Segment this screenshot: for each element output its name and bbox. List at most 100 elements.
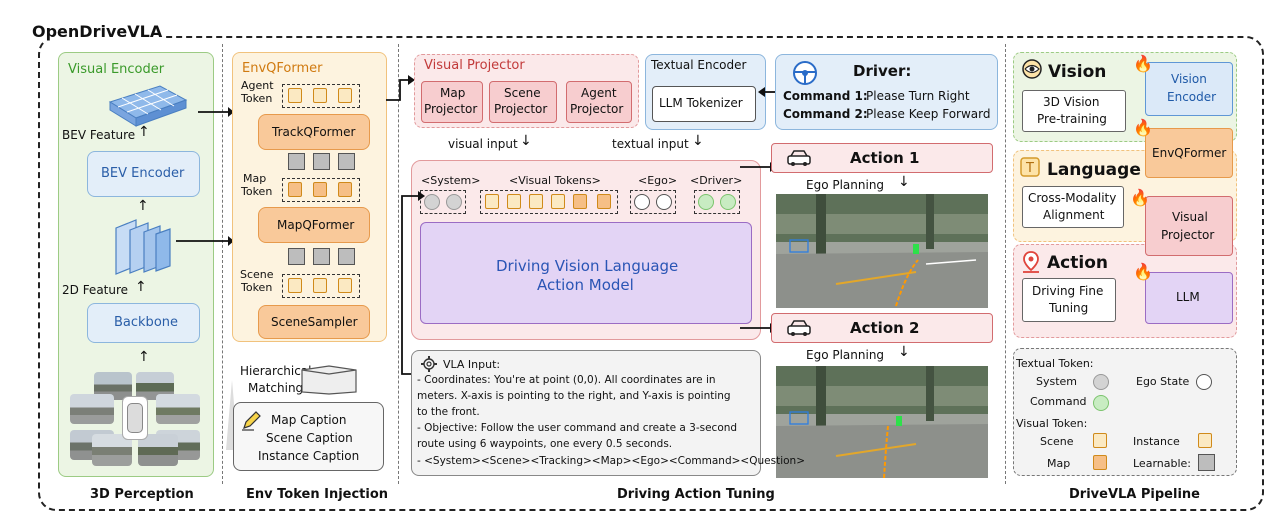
vla-model-box bbox=[420, 222, 752, 324]
svg-text:T: T bbox=[1025, 161, 1034, 176]
language-title: Language bbox=[1047, 160, 1141, 180]
map-caption: Map Caption bbox=[271, 413, 347, 427]
action-1-label: Action 1 bbox=[850, 149, 920, 167]
scene-token bbox=[313, 278, 327, 293]
learnable-query bbox=[313, 248, 330, 265]
finetune-label-2: Tuning bbox=[1049, 301, 1089, 315]
ego-token-group bbox=[630, 190, 676, 214]
agent-token-label: Agent bbox=[241, 79, 274, 92]
visual-token bbox=[551, 194, 565, 209]
textual-encoder-title: Textual Encoder bbox=[651, 58, 747, 72]
driver-token-group bbox=[694, 190, 740, 214]
scenesampler-label: SceneSampler bbox=[271, 315, 358, 329]
arrow-up: ↑ bbox=[137, 198, 149, 214]
map-projector-label: Map bbox=[440, 86, 466, 100]
scene-projector-box bbox=[489, 81, 557, 123]
hierarchical-shape bbox=[301, 365, 357, 395]
finetune-label: Driving Fine bbox=[1032, 284, 1104, 298]
finetune-box bbox=[1022, 278, 1116, 322]
arrow-up: ↑ bbox=[135, 279, 147, 295]
llm-box bbox=[1145, 272, 1233, 324]
arrow-bev-to-envq bbox=[198, 107, 234, 117]
vision-title: Vision bbox=[1048, 62, 1107, 82]
bev-feature-label: BEV Feature bbox=[62, 128, 136, 142]
car-icon bbox=[787, 320, 811, 336]
visual-token bbox=[573, 194, 587, 209]
system-token-label: <System> bbox=[421, 174, 481, 187]
command-2-label: Command 2: bbox=[783, 107, 868, 121]
visual-tokens-label: <Visual Tokens> bbox=[509, 174, 601, 187]
command-1-label: Command 1: bbox=[783, 89, 868, 103]
scene-token bbox=[338, 278, 352, 293]
visual-token bbox=[529, 194, 543, 209]
agent-token bbox=[313, 88, 327, 103]
car-icon bbox=[787, 150, 811, 166]
scene-token bbox=[288, 278, 302, 293]
separator bbox=[398, 44, 399, 484]
location-pin-icon bbox=[1023, 251, 1039, 273]
feature-2d-label: 2D Feature bbox=[62, 283, 129, 297]
fire-icon: 🔥 bbox=[1130, 188, 1150, 207]
map-token-label: Map bbox=[243, 172, 267, 185]
legend-system-token bbox=[1093, 374, 1109, 390]
section-label-pipeline: DriveVLA Pipeline bbox=[1069, 487, 1200, 502]
outer-frame bbox=[38, 36, 1264, 511]
pretrain-label-2: Pre-training bbox=[1037, 112, 1107, 126]
arrow-down: ↓ bbox=[898, 344, 910, 360]
cross-modality-box bbox=[1022, 186, 1124, 228]
vla-input-line: meters. X-axis is pointing to the right,… bbox=[417, 390, 731, 402]
legend-system-label: System bbox=[1036, 375, 1078, 388]
ego-token-label: <Ego> bbox=[638, 174, 678, 187]
scene-projector-label-2: Projector bbox=[494, 102, 548, 116]
scene-token-label: Scene bbox=[240, 268, 274, 281]
scene-caption: Scene Caption bbox=[266, 431, 353, 445]
map-token-label-2: Token bbox=[241, 185, 273, 198]
vla-input-line: - Coordinates: You're at point (0,0). Al… bbox=[417, 374, 716, 386]
fire-icon: 🔥 bbox=[1133, 262, 1153, 281]
map-token bbox=[288, 182, 302, 197]
eye-icon bbox=[1022, 59, 1042, 79]
cross-modality-label: Cross-Modality bbox=[1028, 191, 1117, 205]
learnable-query bbox=[288, 153, 305, 170]
matching-label: Matching bbox=[248, 381, 304, 395]
legend-visual-title: Visual Token: bbox=[1016, 417, 1088, 430]
visual-token bbox=[485, 194, 499, 209]
legend-learnable-label: Learnable: bbox=[1133, 457, 1191, 470]
surround-camera-images bbox=[70, 372, 202, 468]
llm-label: LLM bbox=[1176, 290, 1200, 304]
arrow-down: ↓ bbox=[692, 133, 704, 149]
legend-textual-title: Textual Token: bbox=[1016, 357, 1094, 370]
section-label-action: Driving Action Tuning bbox=[617, 487, 775, 502]
mapqformer-box bbox=[258, 207, 370, 243]
agent-token-label-2: Token bbox=[241, 92, 273, 105]
visual-encoder-title: Visual Encoder bbox=[68, 62, 165, 77]
vla-model-title-2: Action Model bbox=[537, 276, 634, 294]
fire-icon: 🔥 bbox=[1133, 54, 1153, 73]
action-2-label: Action 2 bbox=[850, 319, 920, 337]
agent-token bbox=[338, 88, 352, 103]
arrow-down: ↓ bbox=[520, 133, 532, 149]
vision-encoder-box bbox=[1145, 62, 1233, 116]
agent-token-group bbox=[282, 84, 360, 108]
legend-instance-label: Instance bbox=[1133, 435, 1180, 448]
separator bbox=[222, 44, 223, 484]
ego-planning-1-label: Ego Planning bbox=[806, 178, 885, 192]
learnable-query bbox=[313, 153, 330, 170]
visual-projector-pipeline-label: Visual bbox=[1172, 210, 1208, 224]
visual-token bbox=[507, 194, 521, 209]
agent-projector-label-2: Projector bbox=[570, 102, 624, 116]
vla-input-line: - Objective: Follow the user command and… bbox=[417, 422, 738, 434]
pretrain-box bbox=[1022, 90, 1126, 132]
pretrain-label: 3D Vision bbox=[1043, 95, 1100, 109]
driving-scene-image-1 bbox=[776, 194, 988, 308]
ego-planning-2-label: Ego Planning bbox=[806, 348, 885, 362]
visual-input-label: visual input bbox=[448, 137, 518, 151]
diagram-title: OpenDriveVLA bbox=[32, 22, 167, 41]
map-token bbox=[338, 182, 352, 197]
learnable-query bbox=[288, 248, 305, 265]
llm-tokenizer-box bbox=[652, 86, 756, 122]
ego-token bbox=[656, 194, 672, 210]
system-token-group bbox=[420, 190, 466, 214]
section-label-env: Env Token Injection bbox=[246, 487, 389, 502]
legend-command-token bbox=[1093, 395, 1109, 411]
